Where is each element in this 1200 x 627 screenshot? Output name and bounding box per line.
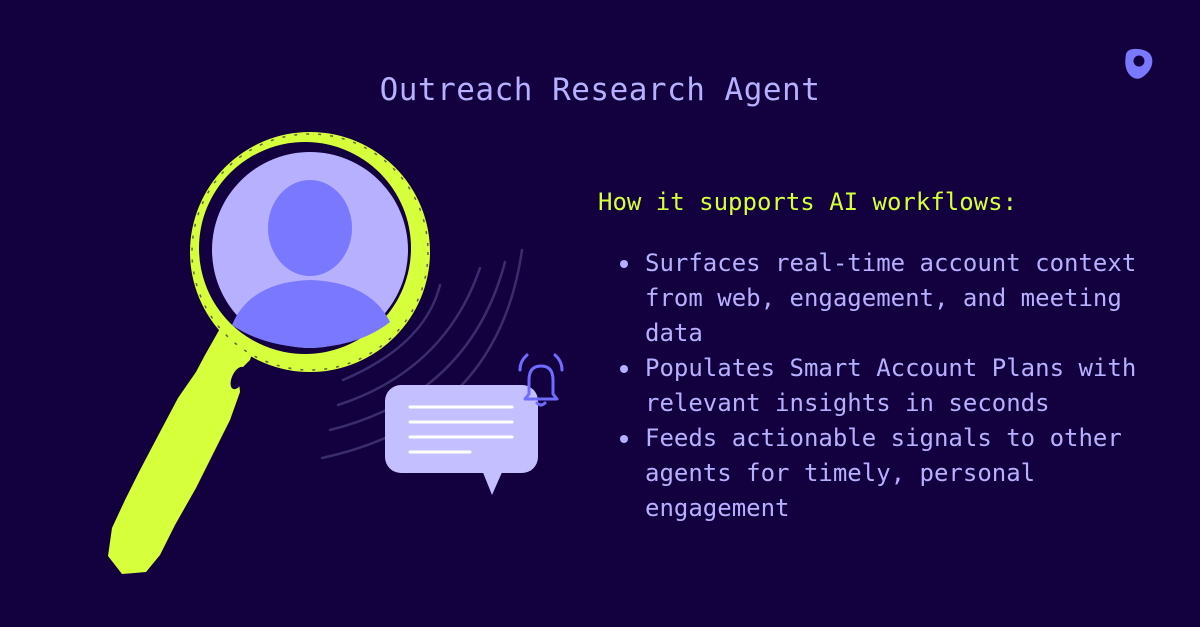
list-item-text: Populates Smart Account Plans with relev… <box>645 354 1137 417</box>
chat-bubble-icon <box>385 385 538 495</box>
person-silhouette-icon <box>232 180 390 348</box>
bullet-list: Surfaces real-time account context from … <box>598 246 1178 526</box>
bullet-dot-icon <box>620 435 628 443</box>
info-panel: How it supports AI workflows: Surfaces r… <box>598 188 1178 526</box>
illustration <box>108 132 564 574</box>
outreach-logo-icon <box>1125 48 1153 79</box>
page-title: Outreach Research Agent <box>379 72 821 108</box>
bullet-dot-icon <box>620 260 628 268</box>
notification-bell-icon <box>518 353 564 407</box>
magnifying-glass-icon <box>108 132 430 574</box>
list-item-text: Surfaces real-time account context from … <box>645 249 1137 347</box>
list-item: Feeds actionable signals to other agents… <box>598 421 1145 526</box>
list-item: Surfaces real-time account context from … <box>598 246 1145 351</box>
section-subtitle: How it supports AI workflows: <box>598 188 1018 216</box>
list-item-text: Feeds actionable signals to other agents… <box>645 424 1122 522</box>
bullet-dot-icon <box>620 365 628 373</box>
list-item: Populates Smart Account Plans with relev… <box>598 351 1145 421</box>
